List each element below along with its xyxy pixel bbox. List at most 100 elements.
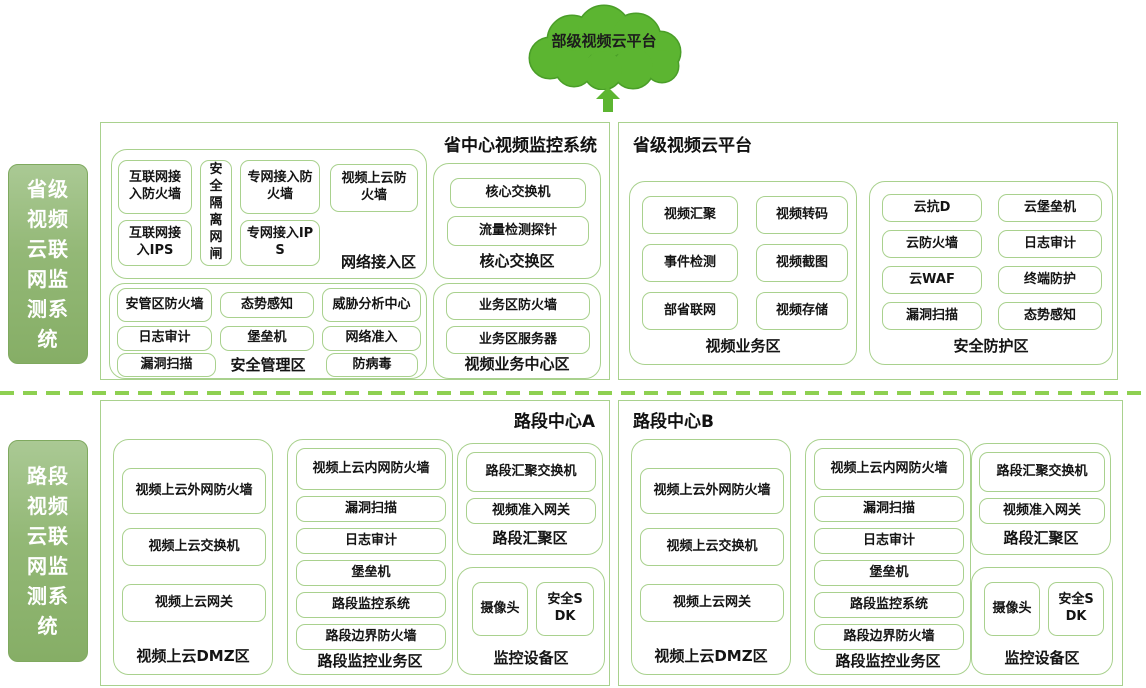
device-box: 视频上云外网防火墙 xyxy=(640,468,784,514)
device-box: 互联网接入IPS xyxy=(118,220,192,266)
side-label-provincial: 省级视频云联网监测系统 xyxy=(8,164,88,364)
panel-province-center-title: 省中心视频监控系统 xyxy=(444,136,597,156)
device-box: 网络准入 xyxy=(322,326,421,351)
side-label-road: 路段视频云联网监测系统 xyxy=(8,440,88,662)
zone-label: 视频业务中心区 xyxy=(464,355,570,373)
device-box: 专网接入IPS xyxy=(240,220,320,266)
device-box: 堡垒机 xyxy=(296,560,446,586)
device-box: 态势感知 xyxy=(220,292,314,318)
device-box: 专网接入防火墙 xyxy=(240,160,320,214)
device-box: 安全隔离网闸 xyxy=(200,160,232,266)
side-label-road-text: 路段视频云联网监测系统 xyxy=(27,464,69,638)
device-box: 视频准入网关 xyxy=(979,498,1105,524)
device-box: 路段边界防火墙 xyxy=(814,624,964,650)
zone-label: 路段汇聚区 xyxy=(1003,529,1079,547)
group-security-mgmt: 安管区防火墙 态势感知 威胁分析中心 日志审计 堡垒机 网络准入 漏洞扫描 安全… xyxy=(109,283,427,379)
device-box: 漏洞扫描 xyxy=(296,496,446,522)
device-box: 核心交换机 xyxy=(450,178,586,208)
device-box: 漏洞扫描 xyxy=(882,302,982,330)
device-box: 视频上云网关 xyxy=(640,584,784,622)
group-video-center: 业务区防火墙 业务区服务器 视频业务中心区 xyxy=(433,283,601,379)
group-video-business: 视频汇聚 视频转码 事件检测 视频截图 部省联网 视频存储 视频业务区 xyxy=(629,181,857,365)
group-security-protect: 云抗D 云堡垒机 云防火墙 日志审计 云WAF 终端防护 漏洞扫描 态势感知 安… xyxy=(869,181,1113,365)
zone-label: 监控设备区 xyxy=(1004,649,1080,667)
group-dmz: 视频上云外网防火墙 视频上云交换机 视频上云网关 视频上云DMZ区 xyxy=(631,439,791,675)
device-box: 视频上云网关 xyxy=(122,584,266,622)
device-box: 视频存储 xyxy=(756,292,848,330)
device-box: 路段监控系统 xyxy=(814,592,964,618)
device-box: 态势感知 xyxy=(998,302,1102,330)
group-devices: 摄像头 安全SDK 监控设备区 xyxy=(457,567,605,675)
panel-road-center-b-title: 路段中心B xyxy=(633,412,714,432)
zone-label: 视频上云DMZ区 xyxy=(136,647,250,665)
device-box: 事件检测 xyxy=(642,244,738,282)
up-arrow-icon xyxy=(596,87,620,112)
device-box: 云抗D xyxy=(882,194,982,222)
device-box: 防病毒 xyxy=(326,353,418,377)
zone-label: 安全管理区 xyxy=(230,356,306,374)
panel-province-center: 省中心视频监控系统 互联网接入防火墙 互联网接入IPS 安全隔离网闸 专网接入防… xyxy=(100,122,610,380)
device-box: 路段监控系统 xyxy=(296,592,446,618)
device-box: 路段边界防火墙 xyxy=(296,624,446,650)
ministry-cloud: 部级视频云平台 xyxy=(512,4,696,91)
device-box: 摄像头 xyxy=(472,582,528,636)
device-box: 流量检测探针 xyxy=(447,216,589,246)
zone-label: 监控设备区 xyxy=(493,649,569,667)
device-box: 视频上云防火墙 xyxy=(330,164,418,212)
device-box: 堡垒机 xyxy=(220,326,314,351)
device-box: 视频上云交换机 xyxy=(640,528,784,566)
group-aggregation: 路段汇聚交换机 视频准入网关 路段汇聚区 xyxy=(457,443,603,555)
device-box: 视频上云外网防火墙 xyxy=(122,468,266,514)
zone-label: 路段监控业务区 xyxy=(835,652,941,670)
device-box: 业务区服务器 xyxy=(446,326,590,354)
device-box: 部省联网 xyxy=(642,292,738,330)
device-box: 云WAF xyxy=(882,266,982,294)
device-box: 漏洞扫描 xyxy=(814,496,964,522)
device-box: 日志审计 xyxy=(814,528,964,554)
device-box: 日志审计 xyxy=(117,326,212,351)
device-box: 路段汇聚交换机 xyxy=(979,452,1105,492)
device-box: 堡垒机 xyxy=(814,560,964,586)
zone-label: 安全防护区 xyxy=(953,337,1029,355)
device-box: 安管区防火墙 xyxy=(117,288,212,322)
device-box: 视频上云交换机 xyxy=(122,528,266,566)
dashed-divider-line xyxy=(0,391,1146,395)
device-box: 云堡垒机 xyxy=(998,194,1102,222)
zone-label: 核心交换区 xyxy=(479,252,555,270)
device-box: 安全SDK xyxy=(1048,582,1104,636)
panel-province-cloud-title: 省级视频云平台 xyxy=(633,136,752,156)
device-box: 漏洞扫描 xyxy=(117,353,216,377)
zone-label: 路段监控业务区 xyxy=(317,652,423,670)
group-network-access: 互联网接入防火墙 互联网接入IPS 安全隔离网闸 专网接入防火墙 专网接入IPS… xyxy=(111,149,427,279)
group-monitor-business: 视频上云内网防火墙 漏洞扫描 日志审计 堡垒机 路段监控系统 路段边界防火墙 路… xyxy=(287,439,453,675)
zone-label: 网络接入区 xyxy=(340,253,416,271)
device-box: 视频上云内网防火墙 xyxy=(814,448,964,490)
zone-label: 视频业务区 xyxy=(705,337,781,355)
device-box: 终端防护 xyxy=(998,266,1102,294)
panel-province-cloud: 省级视频云平台 视频汇聚 视频转码 事件检测 视频截图 部省联网 视频存储 视频… xyxy=(618,122,1118,380)
cloud-icon xyxy=(528,4,682,91)
device-box: 视频上云内网防火墙 xyxy=(296,448,446,490)
device-box: 互联网接入防火墙 xyxy=(118,160,192,214)
panel-road-center-b: 路段中心B 视频上云外网防火墙 视频上云交换机 视频上云网关 视频上云DMZ区 … xyxy=(618,400,1123,686)
cloud-label: 部级视频云平台 xyxy=(551,32,657,51)
group-dmz: 视频上云外网防火墙 视频上云交换机 视频上云网关 视频上云DMZ区 xyxy=(113,439,273,675)
zone-label: 路段汇聚区 xyxy=(492,529,568,547)
panel-road-center-a: 路段中心A 视频上云外网防火墙 视频上云交换机 视频上云网关 视频上云DMZ区 … xyxy=(100,400,610,686)
device-box: 视频汇聚 xyxy=(642,196,738,234)
device-box: 视频截图 xyxy=(756,244,848,282)
zone-label: 视频上云DMZ区 xyxy=(654,647,768,665)
panel-road-center-a-title: 路段中心A xyxy=(513,412,595,432)
device-box: 视频准入网关 xyxy=(466,498,596,524)
group-aggregation: 路段汇聚交换机 视频准入网关 路段汇聚区 xyxy=(971,443,1111,555)
group-monitor-business: 视频上云内网防火墙 漏洞扫描 日志审计 堡垒机 路段监控系统 路段边界防火墙 路… xyxy=(805,439,971,675)
device-box: 日志审计 xyxy=(296,528,446,554)
device-box: 云防火墙 xyxy=(882,230,982,258)
side-label-provincial-text: 省级视频云联网监测系统 xyxy=(27,177,69,351)
device-box: 威胁分析中心 xyxy=(322,288,421,322)
group-devices: 摄像头 安全SDK 监控设备区 xyxy=(971,567,1113,675)
device-box: 视频转码 xyxy=(756,196,848,234)
device-box: 摄像头 xyxy=(984,582,1040,636)
device-box: 安全SDK xyxy=(536,582,594,636)
